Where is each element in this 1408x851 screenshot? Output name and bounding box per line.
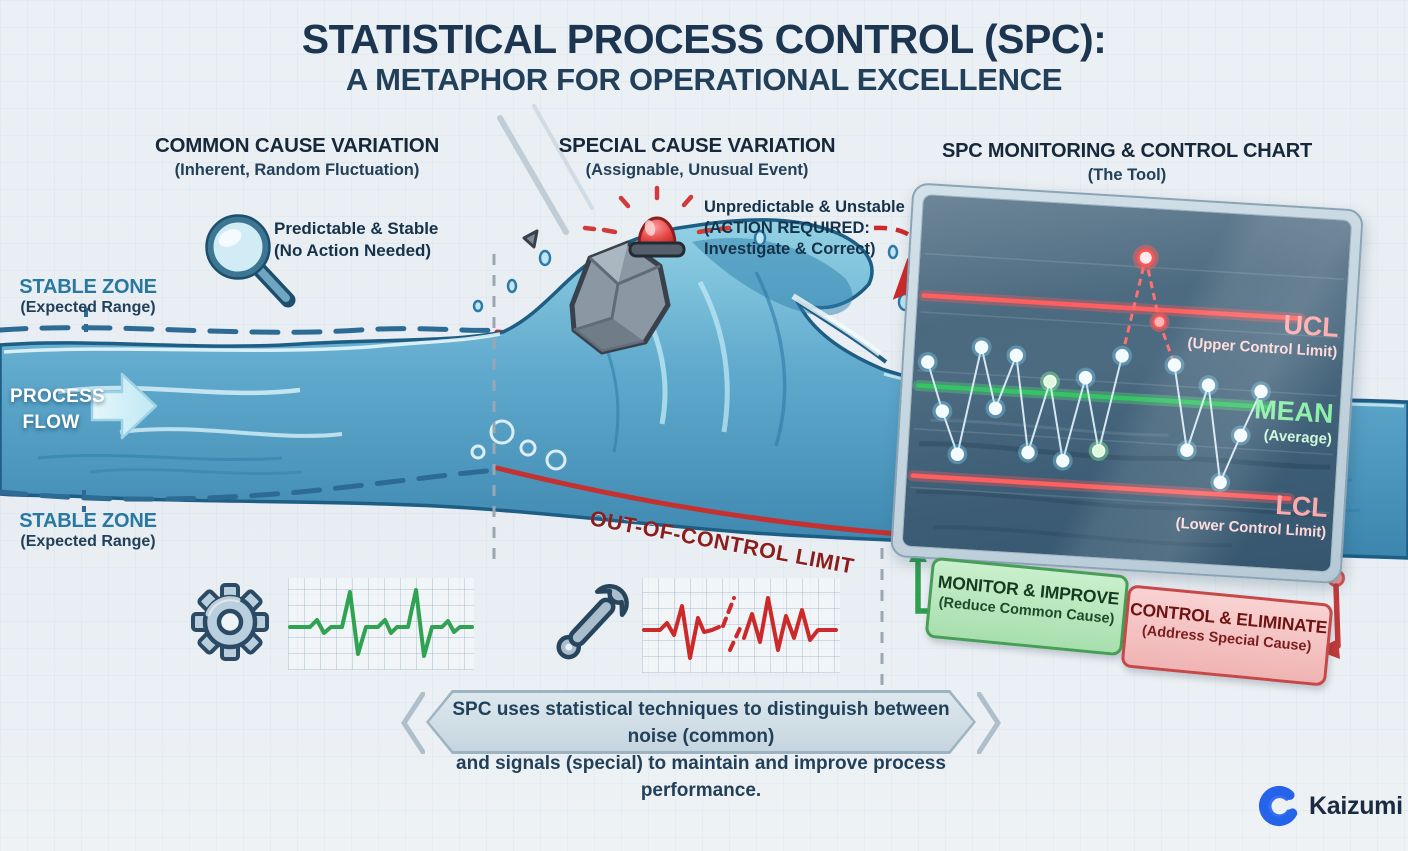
wrench-icon xyxy=(556,583,629,660)
summary-banner-inner xyxy=(429,693,973,751)
special-note-line3: Investigate & Correct) xyxy=(704,240,876,259)
red-ecg-icon xyxy=(642,596,838,660)
splash-foam xyxy=(470,419,567,471)
summary-line1: SPC uses statistical techniques to disti… xyxy=(452,699,950,747)
brand-logo-icon xyxy=(1258,785,1300,827)
summary-banner xyxy=(426,690,976,754)
chart-water-texture xyxy=(915,418,1331,548)
svg-text:(Average): (Average) xyxy=(1263,427,1332,448)
svg-text:(Upper Control Limit): (Upper Control Limit) xyxy=(1187,335,1338,361)
summary-line2: and signals (special) to maintain and im… xyxy=(456,752,946,801)
brand-logo: Kaizumi xyxy=(1258,785,1403,827)
process-flow-line2: FLOW xyxy=(22,411,80,433)
section-special-cause: SPECIAL CAUSE VARIATION (Assignable, Unu… xyxy=(517,134,877,180)
banner-right-chevron-icon xyxy=(977,692,1001,754)
stable-zone-top-sub: (Expected Range) xyxy=(20,299,156,316)
green-ecg-icon xyxy=(288,588,474,658)
summary-text: SPC uses statistical techniques to disti… xyxy=(426,697,976,805)
stable-zone-bottom-sub: (Expected Range) xyxy=(20,533,156,550)
green-ecg-grid xyxy=(288,578,474,670)
control-chart-plot: UCL(Upper Control Limit) MEAN(Average) LCL… xyxy=(907,244,1344,548)
svg-text:MEAN: MEAN xyxy=(1254,394,1335,429)
stable-zone-label-bottom: STABLE ZONE (Expected Range) xyxy=(6,510,170,551)
special-cause-title: SPECIAL CAUSE VARIATION xyxy=(558,134,836,157)
process-flow-line1: PROCESS xyxy=(10,386,106,407)
svg-text:UCL: UCL xyxy=(1283,309,1340,342)
common-cause-note: Predictable & Stable (No Action Needed) xyxy=(274,218,438,262)
spc-control-chart: UCL(Upper Control Limit) MEAN(Average) LCL… xyxy=(889,182,1364,585)
chart-panel: UCL(Upper Control Limit) MEAN(Average) LCL… xyxy=(901,193,1353,573)
spc-title: SPC MONITORING & CONTROL CHART xyxy=(942,140,1312,162)
stable-zone-bottom-title: STABLE ZONE xyxy=(19,510,157,532)
section-common-cause: COMMON CAUSE VARIATION (Inherent, Random… xyxy=(127,134,467,180)
common-cause-subtitle: (Inherent, Random Fluctuation) xyxy=(174,161,420,179)
stable-zone-lower-boundary xyxy=(0,467,500,512)
section-spc-chart: SPC MONITORING & CONTROL CHART (The Tool… xyxy=(937,140,1317,185)
special-note-line1: Unpredictable & Unstable xyxy=(704,198,905,216)
monitor-improve-box: MONITOR & IMPROVE (Reduce Common Cause) xyxy=(924,556,1130,657)
page-subtitle: A METAPHOR FOR OPERATIONAL EXCELLENCE xyxy=(345,62,1063,97)
special-note-line2: (ACTION REQUIRED: xyxy=(704,219,870,238)
process-flow-label: PROCESS FLOW xyxy=(10,384,106,435)
common-note-line2: (No Action Needed) xyxy=(274,240,432,260)
stable-zone-top-title: STABLE ZONE xyxy=(19,276,157,298)
control-eliminate-box: CONTROL & ELIMINATE (Address Special Cau… xyxy=(1120,584,1334,687)
page-title: STATISTICAL PROCESS CONTROL (SPC): xyxy=(301,16,1107,62)
red-ecg-grid xyxy=(642,578,840,673)
brand-name: Kaizumi xyxy=(1309,791,1403,820)
svg-text:(Lower Control Limit): (Lower Control Limit) xyxy=(1175,515,1327,541)
gear-icon xyxy=(191,583,269,661)
special-cause-subtitle: (Assignable, Unusual Event) xyxy=(585,161,809,179)
svg-text:LCL: LCL xyxy=(1275,490,1329,523)
common-note-line1: Predictable & Stable xyxy=(274,219,439,238)
stable-zone-label-top: STABLE ZONE (Expected Range) xyxy=(6,276,170,317)
common-cause-title: COMMON CAUSE VARIATION xyxy=(154,134,440,157)
banner-left-chevron-icon xyxy=(401,692,425,754)
special-cause-note: Unpredictable & Unstable (ACTION REQUIRE… xyxy=(704,197,905,260)
out-of-control-label: OUT-OF-CONTROL LIMIT xyxy=(587,506,857,579)
spc-subtitle: (The Tool) xyxy=(1087,166,1167,184)
